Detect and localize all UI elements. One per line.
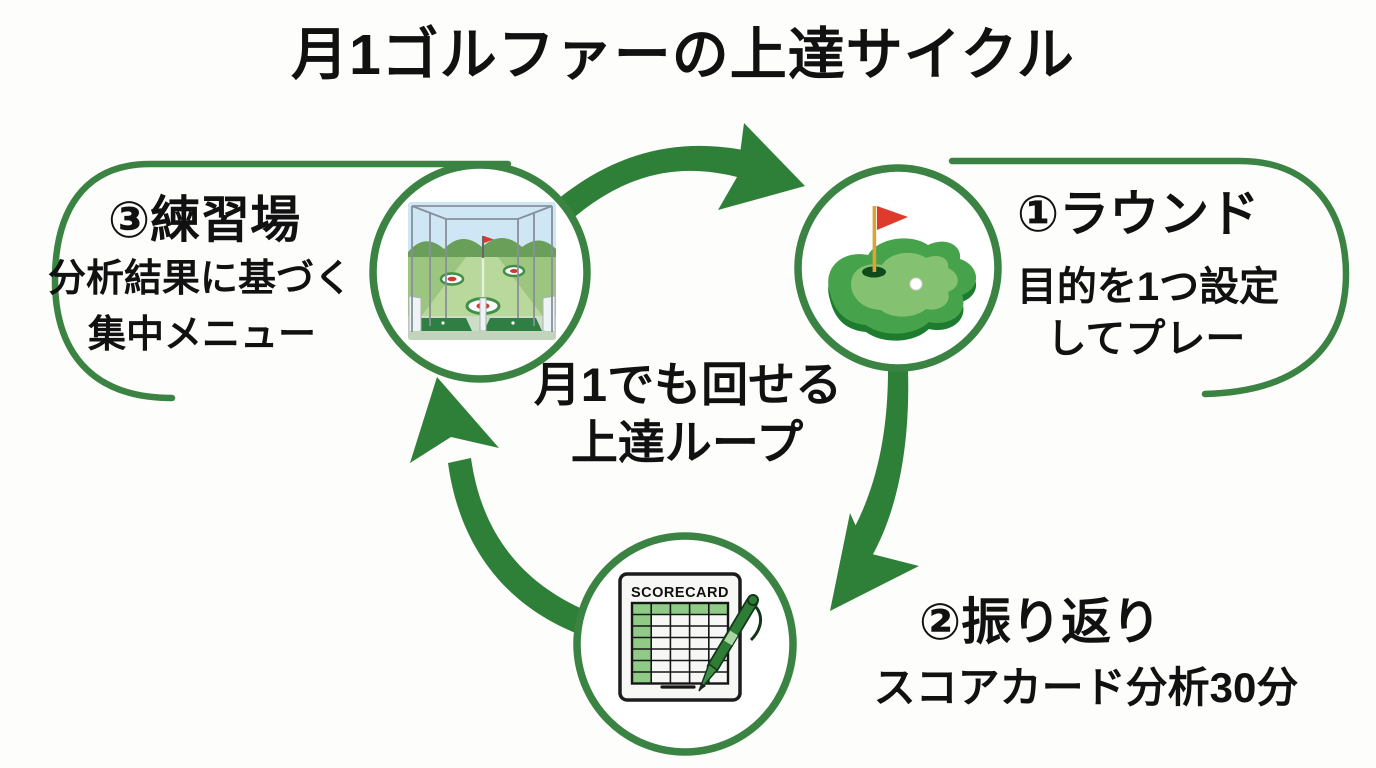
reflection-node-desc-line1: スコアカード分析30分 [873,664,1299,711]
practice-node-desc-line2: 集中メニュー [87,314,317,356]
practice-node-heading: ③練習場 [107,192,301,248]
reflection-node-heading: ②振り返り [918,594,1162,650]
arrow-round-to-reflection [830,370,919,611]
golf-green-flag-icon [828,206,977,341]
round-node-desc-line1: 目的を1つ設定 [1016,265,1280,309]
arrow-practice-to-round [545,123,805,230]
center-note-line1: 月1でも回せる [533,358,843,411]
driving-range-icon [408,202,556,340]
center-note-line2: 上達ループ [570,416,804,469]
round-bubble-outline [948,157,1350,398]
diagram-title: 月1ゴルファーの上達サイクル [291,23,1075,87]
scorecard-label: SCORECARD [631,585,729,601]
practice-bubble-outline [51,160,512,402]
round-node-heading: ①ラウンド [1016,186,1260,242]
arrow-reflection-to-practice [410,377,587,634]
round-node-desc-line2: してプレー [1046,317,1246,361]
scorecard-pen-icon: SCORECARD [618,572,763,702]
practice-node-desc-line1: 分析結果に基づく [47,258,353,300]
